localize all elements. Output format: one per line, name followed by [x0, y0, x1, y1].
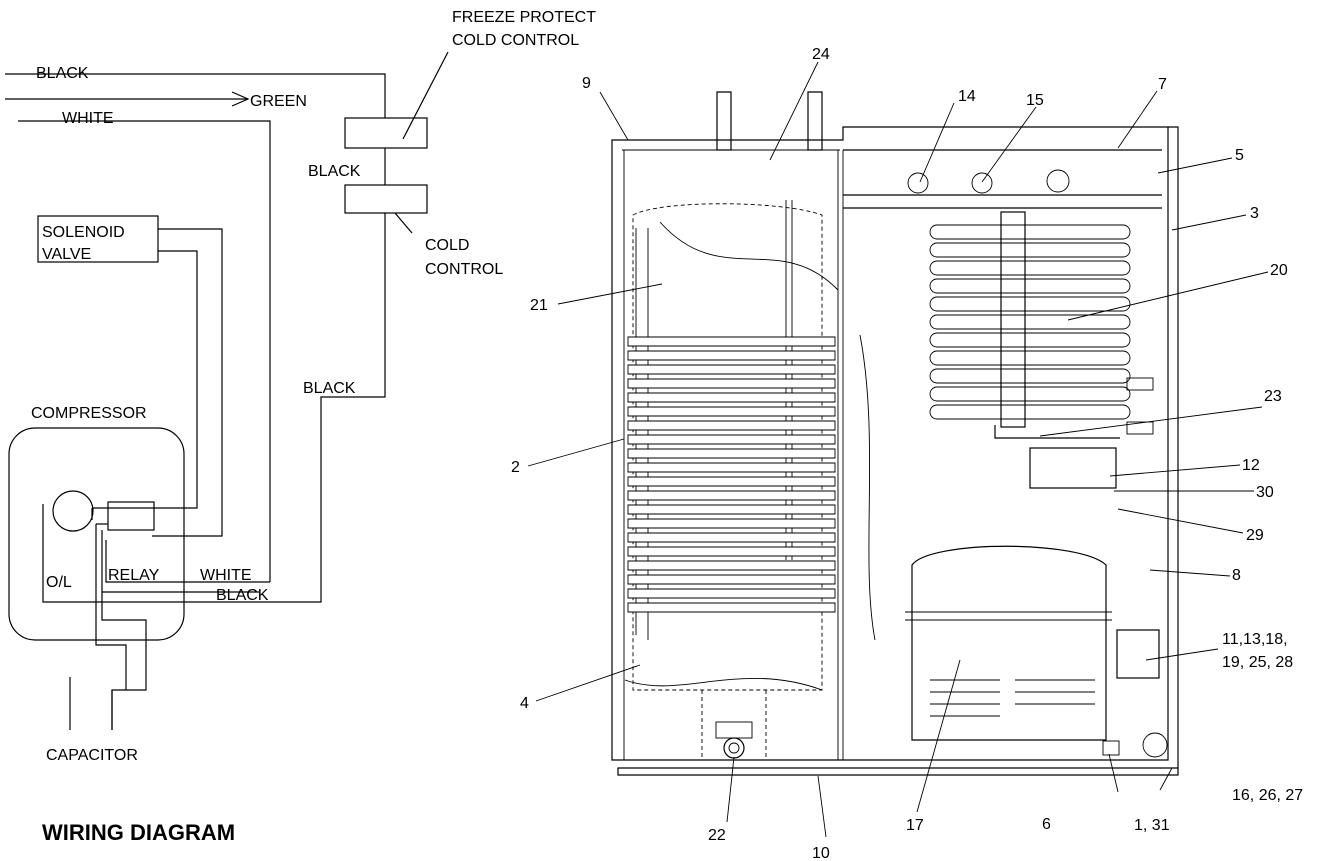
overload-box	[1116, 629, 1160, 679]
ol-wire	[42, 504, 90, 603]
solenoid-fitting	[1046, 169, 1070, 193]
cold-control-box	[344, 184, 428, 214]
callout-11-13-18: 11,13,18,	[1222, 631, 1288, 648]
tank-cut-curve	[659, 221, 839, 291]
condenser-coil	[929, 211, 1131, 428]
drain-label-plate	[715, 721, 753, 739]
callout-22: 22	[708, 827, 726, 844]
grommet	[1142, 732, 1168, 758]
wiring-diagram: BLACK GREEN WHITE FREEZE PROTECT COLD CO…	[5, 9, 596, 845]
callout-23: 23	[1264, 388, 1282, 405]
relay-box	[107, 501, 155, 531]
callout-3: 3	[1250, 205, 1259, 222]
label-white-bottom: WHITE	[200, 567, 252, 584]
capacitor-wire-b	[101, 530, 147, 730]
black-wire-lower	[90, 213, 386, 603]
compressor-band	[905, 611, 1112, 621]
white-wire-bottom	[105, 540, 270, 583]
solenoid-wire-a	[152, 228, 223, 537]
callout-20: 20	[1270, 262, 1288, 279]
callout-1-31: 1, 31	[1134, 817, 1170, 834]
label-solenoid: SOLENOID	[42, 224, 125, 241]
callout-2: 2	[511, 459, 520, 476]
callout-16-26-27: 16, 26, 27	[1232, 787, 1303, 804]
callout-17: 17	[906, 817, 924, 834]
divider-wall	[837, 150, 844, 760]
label-cold: COLD	[425, 237, 469, 254]
label-control: CONTROL	[425, 261, 503, 278]
solenoid-wire-b	[92, 250, 198, 509]
freeze-protect-leader	[402, 51, 449, 140]
label-green: GREEN	[250, 93, 307, 110]
callout-21: 21	[530, 297, 548, 314]
base-rail	[617, 767, 1179, 776]
cooler-cutaway	[611, 91, 1179, 776]
part-callouts: 9 24 14 15 7 5 3 20 21 2 23 12 30 29 8 1…	[511, 46, 1303, 861]
label-relay: RELAY	[108, 567, 160, 584]
tank-coil	[627, 336, 836, 613]
control-shelf	[843, 149, 1162, 209]
callout-7: 7	[1158, 76, 1167, 93]
compressor-vents	[930, 679, 1095, 717]
callout-15: 15	[1026, 92, 1044, 109]
insulation-cut-line	[624, 678, 823, 691]
callout-6: 6	[1042, 816, 1051, 833]
callout-29: 29	[1246, 527, 1264, 544]
label-freeze-protect: FREEZE PROTECT	[452, 9, 596, 26]
callout-leaders	[527, 61, 1269, 838]
solenoid-valve-box	[37, 215, 159, 263]
white-wire-top	[18, 120, 271, 582]
label-capacitor: CAPACITOR	[46, 747, 138, 764]
condenser-header	[1000, 211, 1026, 428]
label-black-lower: BLACK	[303, 380, 356, 397]
thermostat-knob-14	[907, 172, 929, 194]
cold-control-leader	[394, 212, 413, 234]
wiring-diagram-title: WIRING DIAGRAM	[42, 820, 235, 845]
side-panel	[1168, 126, 1179, 768]
top-tubes	[716, 91, 823, 151]
callout-5: 5	[1235, 147, 1244, 164]
mounting-bolt	[1102, 740, 1120, 756]
electrical-box	[1029, 447, 1117, 489]
left-panel-edge	[611, 140, 625, 760]
thermostat-knob-15	[971, 172, 993, 194]
callout-19-25-28: 19, 25, 28	[1222, 654, 1293, 671]
label-black-top: BLACK	[36, 65, 89, 82]
callout-24: 24	[812, 46, 830, 63]
capillary-line	[994, 425, 1120, 439]
capacitor-wire-a	[95, 524, 127, 690]
label-compressor: COMPRESSOR	[31, 405, 147, 422]
label-white-top: WHITE	[62, 110, 114, 127]
callout-10: 10	[812, 845, 830, 861]
callout-12: 12	[1242, 457, 1260, 474]
suction-line	[859, 334, 876, 641]
label-ol: O/L	[46, 574, 72, 591]
freeze-protect-control-box	[344, 117, 428, 149]
label-black-bottom: BLACK	[216, 587, 269, 604]
callout-30: 30	[1256, 484, 1274, 501]
drain-housing	[701, 690, 767, 760]
callout-8: 8	[1232, 567, 1241, 584]
drain-fitting	[723, 737, 745, 759]
compressor-body	[911, 545, 1107, 741]
callout-4: 4	[520, 695, 529, 712]
callout-14: 14	[958, 88, 976, 105]
tank-hidden	[632, 203, 823, 691]
green-arrow-icon	[231, 91, 250, 107]
black-wire-top	[5, 73, 386, 118]
label-valve: VALVE	[42, 246, 91, 263]
label-black-mid: BLACK	[308, 163, 361, 180]
overload-circle	[52, 490, 94, 532]
callout-9: 9	[582, 75, 591, 92]
label-cold-control-top: COLD CONTROL	[452, 32, 579, 49]
